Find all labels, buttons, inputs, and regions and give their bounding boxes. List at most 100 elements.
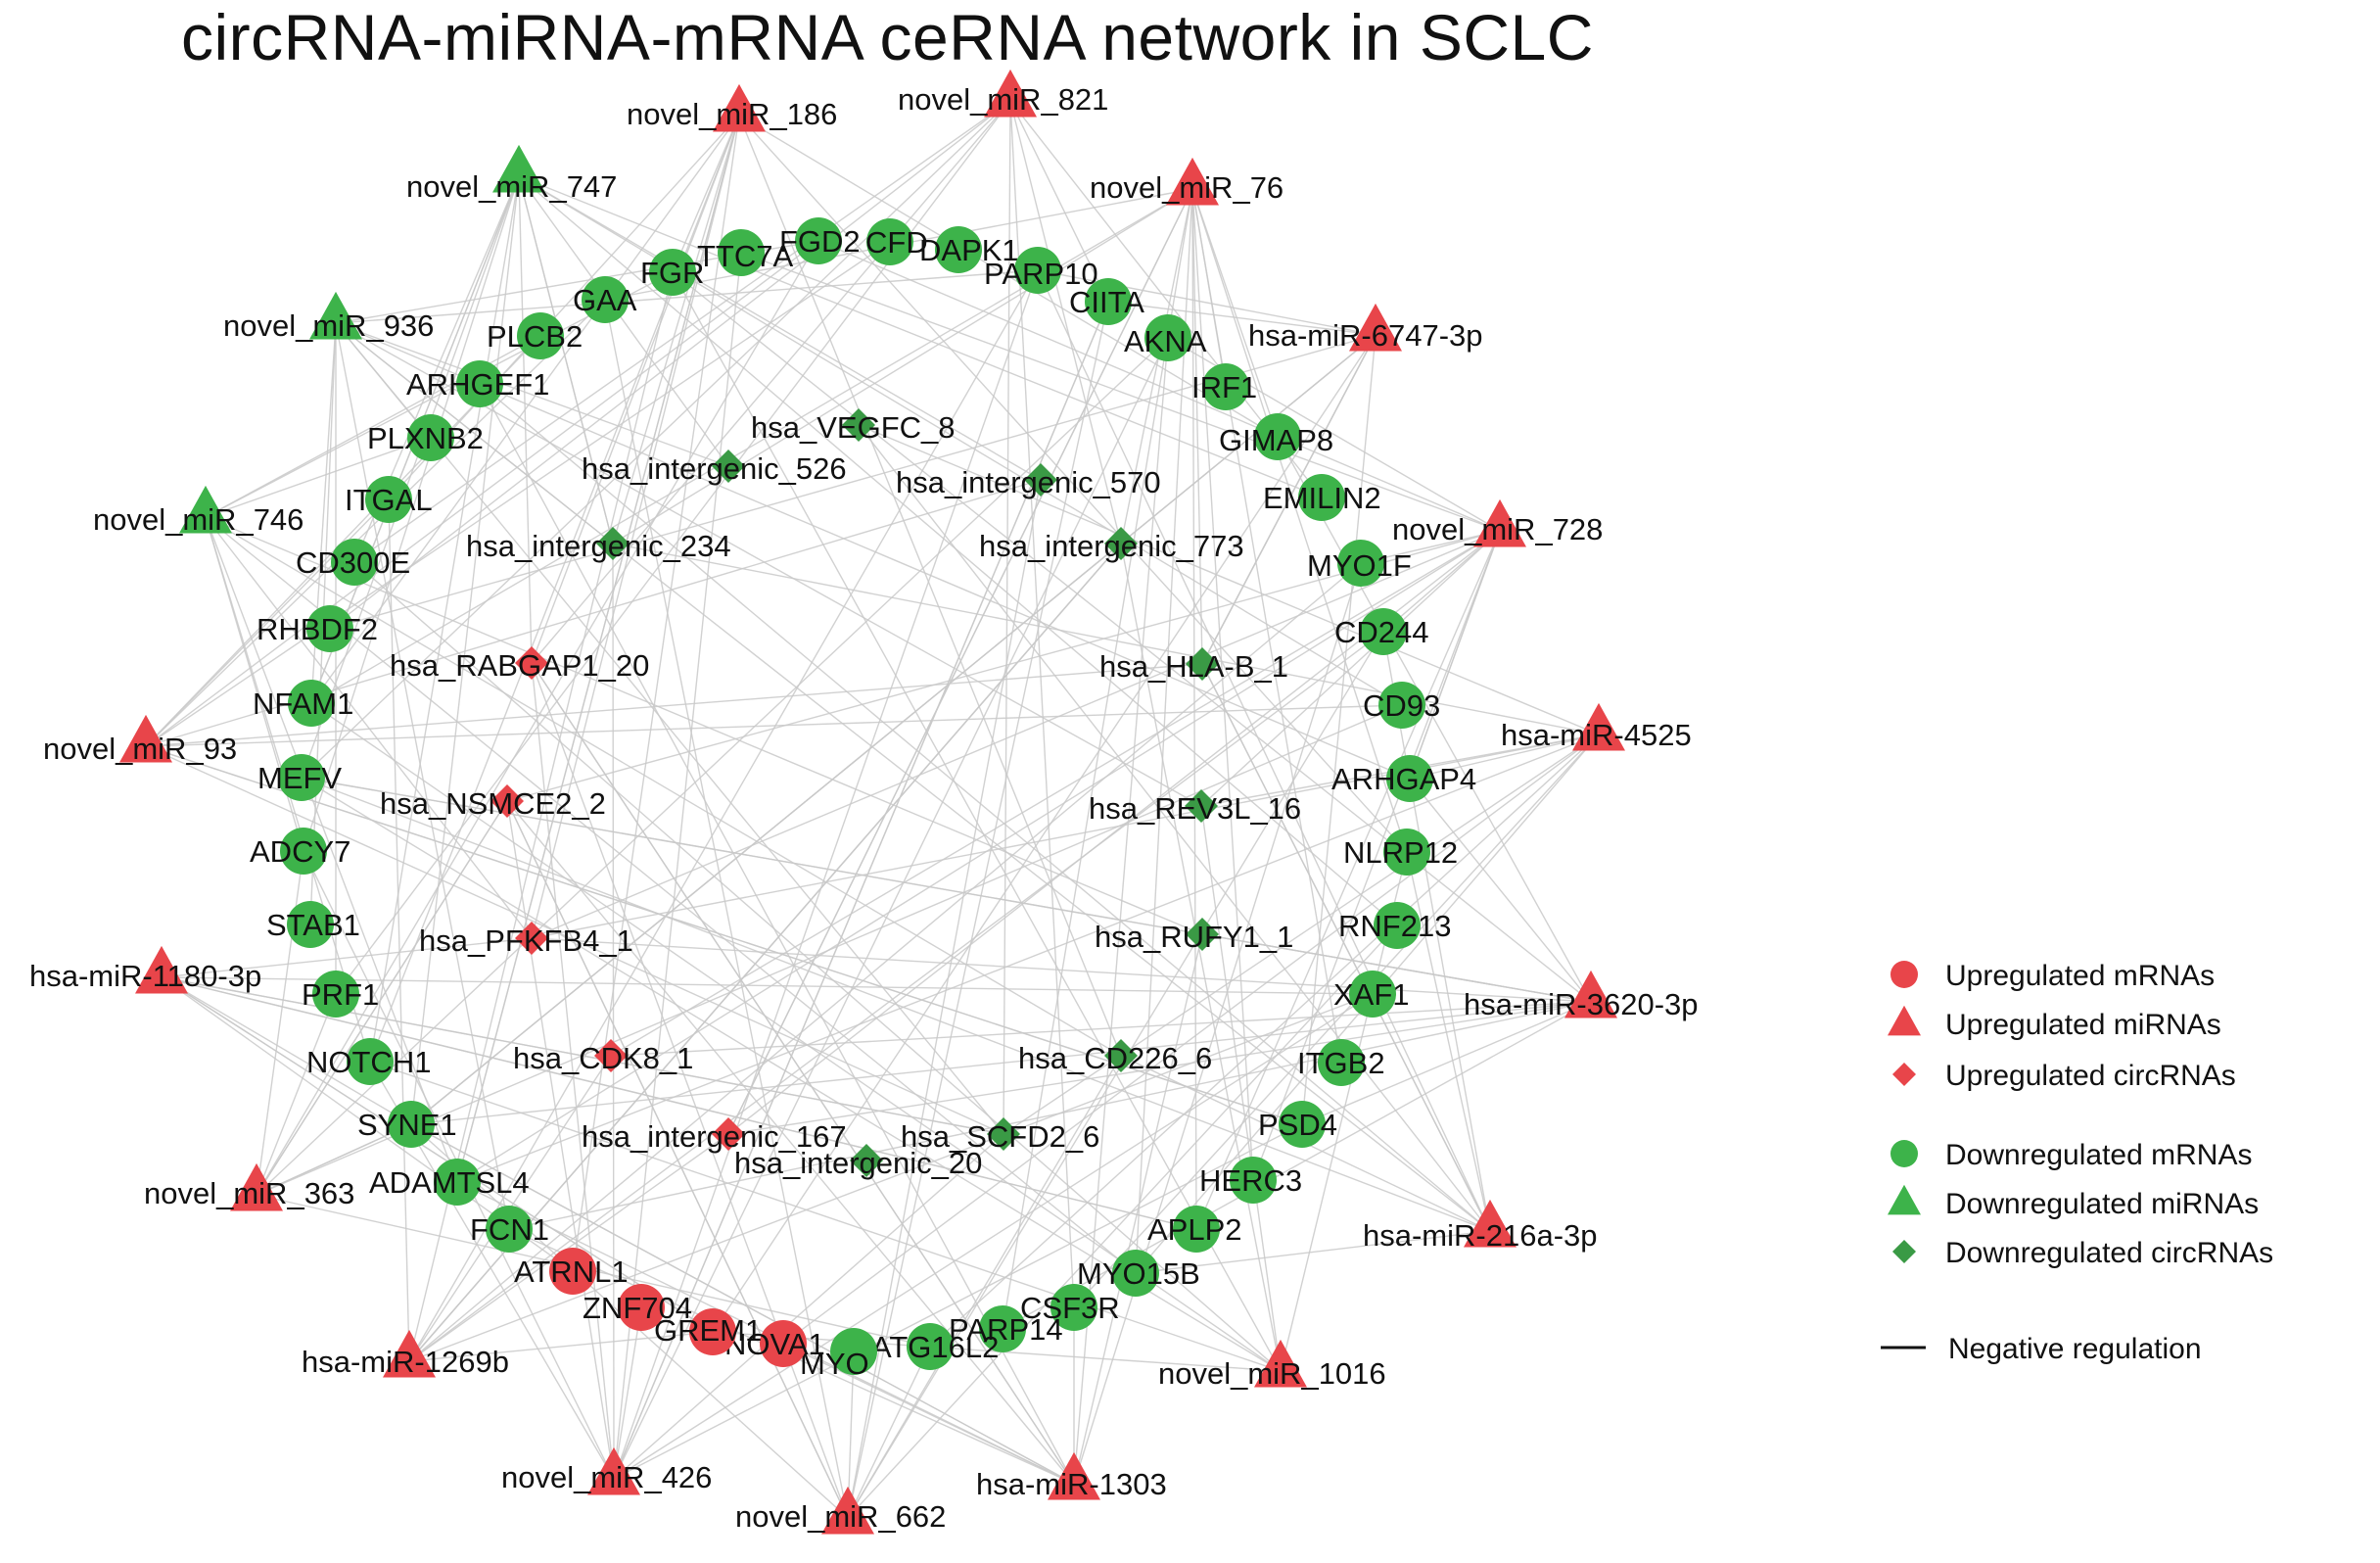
edge <box>531 115 740 939</box>
edge <box>612 188 1193 545</box>
node-label: PSD4 <box>1258 1108 1337 1142</box>
edge <box>604 299 849 1519</box>
edge <box>145 663 1203 747</box>
edge <box>506 800 615 1480</box>
mrna-node-nfam1: NFAM1 <box>253 680 353 727</box>
legend-label: Upregulated circRNAs <box>1945 1060 2236 1092</box>
legend-diamond-swatch <box>1892 1240 1916 1263</box>
edge <box>929 734 1600 1348</box>
legend-label: Negative regulation <box>1948 1333 2202 1365</box>
node-label: hsa_SCFD2_6 <box>901 1119 1099 1154</box>
edge <box>518 175 1323 498</box>
edge <box>335 322 614 545</box>
mirna-node-novel-mir-93: novel_miR_93 <box>43 714 237 766</box>
circrna-down-marker <box>1104 527 1138 560</box>
edge <box>613 269 1039 1480</box>
mrna-down-marker <box>347 1038 394 1085</box>
mrna-down-marker <box>331 539 378 586</box>
mrna-down-marker <box>866 218 913 265</box>
edge <box>408 1133 729 1362</box>
edge <box>1003 734 1600 1135</box>
edge <box>301 175 520 779</box>
legend-label: Downregulated mRNAs <box>1945 1139 2252 1171</box>
edge <box>1191 188 1279 438</box>
mrna-node-mefv: MEFV <box>257 754 342 801</box>
edge <box>847 1055 1122 1519</box>
edge <box>161 976 1197 1230</box>
edge <box>613 993 1374 1480</box>
circrna-down-marker <box>850 1144 883 1177</box>
edge <box>479 383 1491 1232</box>
edge-layer <box>145 100 1600 1519</box>
edge <box>205 516 304 852</box>
mrna-up-marker <box>760 1320 807 1367</box>
mrna-down-marker <box>312 971 359 1018</box>
circrna-node-hsa-intergenic-167: hsa_intergenic_167 <box>582 1117 847 1154</box>
mirna-up-marker <box>230 1162 283 1211</box>
mrna-down-marker <box>1383 829 1430 876</box>
node-label: AKNA <box>1124 324 1207 358</box>
mrna-down-marker <box>278 754 325 801</box>
edge <box>858 424 1491 1232</box>
mrna-down-marker <box>1374 902 1421 949</box>
mirna-node-novel-mir-662: novel_miR_662 <box>735 1486 946 1535</box>
edge <box>161 976 714 1333</box>
mrna-node-dapk1: DAPK1 <box>919 226 1019 273</box>
mrna-down-marker <box>1298 474 1345 521</box>
edge <box>518 175 1398 926</box>
mrna-down-marker <box>1014 247 1061 294</box>
legend-diamond-swatch <box>1892 1063 1916 1086</box>
node-label: CD300E <box>296 545 410 580</box>
node-label: CSF3R <box>1020 1291 1120 1325</box>
mirna-down-marker <box>492 144 545 193</box>
mrna-node-cd300e: CD300E <box>296 539 410 586</box>
mrna-node-znf704: ZNF704 <box>583 1284 692 1331</box>
mrna-down-marker <box>1202 363 1249 410</box>
node-label: hsa-miR-6747-3p <box>1248 318 1483 353</box>
mrna-node-csf3r: CSF3R <box>1020 1284 1120 1331</box>
edge <box>1120 188 1193 545</box>
legend-label: Upregulated miRNAs <box>1945 1009 2221 1041</box>
node-label: NOTCH1 <box>306 1045 431 1079</box>
mrna-node-adcy7: ADCY7 <box>250 828 350 875</box>
edge <box>1002 1001 1592 1330</box>
mrna-node-atg16l2: ATG16L2 <box>871 1323 999 1370</box>
edge <box>612 543 1491 1232</box>
node-label: TTC7A <box>697 239 794 273</box>
edge <box>531 662 849 1519</box>
legend-item-upregulated-circrnas: Upregulated circRNAs <box>1892 1060 2236 1092</box>
circrna-down-marker <box>1024 463 1057 497</box>
legend-label: Downregulated miRNAs <box>1945 1188 2259 1220</box>
edge <box>256 993 337 1196</box>
edge <box>145 704 1403 747</box>
node-label: MEFV <box>257 761 342 795</box>
mrna-up-marker <box>689 1308 736 1355</box>
legend-label: Downregulated circRNAs <box>1945 1237 2273 1269</box>
edge <box>738 115 1408 853</box>
mrna-down-marker <box>582 276 629 323</box>
edge <box>672 271 1592 1003</box>
edge <box>817 240 1501 532</box>
mrna-node-nlrp12: NLRP12 <box>1343 829 1458 876</box>
node-label: hsa_PFKFB4_1 <box>419 924 633 958</box>
mrna-node-gaa: GAA <box>573 276 637 323</box>
edge <box>335 322 1004 1135</box>
edge <box>205 437 432 518</box>
legend-item-upregulated-mirnas: Upregulated miRNAs <box>1888 1005 2221 1041</box>
mrna-node-ciita: CIITA <box>1069 278 1144 325</box>
edge <box>329 334 1377 630</box>
edge <box>727 1001 1592 1135</box>
edge <box>408 562 1362 1362</box>
mrna-down-marker <box>1254 413 1301 460</box>
edge <box>613 301 1109 1480</box>
edge <box>1073 734 1600 1308</box>
node-label: ARHGAP4 <box>1331 762 1476 796</box>
edge <box>303 175 520 852</box>
node-label: FCN1 <box>470 1212 549 1247</box>
edge <box>1037 269 1377 336</box>
legend-triangle-swatch <box>1888 1184 1921 1215</box>
mrna-node-fcn1: FCN1 <box>470 1206 549 1253</box>
mrna-node-myo1f: MYO1F <box>1307 540 1412 587</box>
node-label: PARP10 <box>984 257 1098 291</box>
